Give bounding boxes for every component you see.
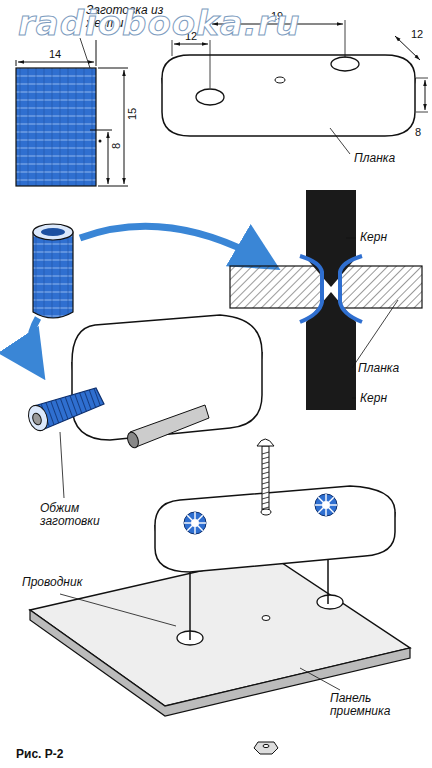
watermark: radiobooka.ru	[18, 4, 301, 42]
thread-stroke	[262, 452, 269, 454]
star-washer-teeth	[184, 494, 337, 534]
washer-tooth	[194, 527, 195, 534]
washer-tooth	[329, 508, 334, 513]
thread-stroke	[262, 482, 269, 484]
washer-tooth	[329, 497, 334, 502]
dimension: 12	[410, 28, 424, 41]
thread-stroke	[262, 457, 269, 459]
thread-stroke	[262, 502, 269, 504]
washer-tooth	[184, 522, 191, 523]
thread-stroke	[262, 487, 269, 489]
part-label: Планка	[358, 362, 399, 375]
washer-tooth	[318, 508, 323, 513]
washer-tooth	[325, 509, 326, 516]
tin-blank	[16, 38, 128, 186]
washer-tooth	[194, 512, 195, 519]
washer-tooth	[187, 515, 192, 520]
dimension: 14	[48, 48, 62, 61]
part-label: Планка	[354, 152, 395, 165]
part-label: Керн	[360, 231, 387, 244]
thread-stroke	[262, 497, 269, 499]
screw-thread	[262, 452, 269, 509]
washer-tooth	[318, 497, 323, 502]
plate-with-pins	[25, 315, 262, 498]
washer-tooth	[325, 494, 326, 501]
washer-tooth	[198, 526, 203, 531]
thread-stroke	[262, 477, 269, 479]
thread-stroke	[262, 467, 269, 469]
thread-stroke	[262, 462, 269, 464]
thread-stroke	[262, 472, 269, 474]
thread-stroke	[262, 507, 269, 509]
dimension: 8	[110, 142, 123, 150]
part-label: Керн	[360, 392, 387, 405]
dimension: 15	[126, 107, 139, 121]
washer-tooth	[198, 515, 203, 520]
part-label: Обжим заготовки	[40, 502, 120, 528]
thread-stroke	[262, 492, 269, 494]
dimension: 8	[414, 126, 422, 139]
part-label: Панель приемника	[330, 692, 410, 718]
washer-tooth	[330, 504, 337, 505]
washer-tooth	[315, 504, 322, 505]
washer-tooth	[199, 522, 206, 523]
washer-tooth	[187, 526, 192, 531]
figure-caption: Рис. Р-2	[16, 748, 63, 761]
part-label: Проводник	[22, 576, 82, 589]
